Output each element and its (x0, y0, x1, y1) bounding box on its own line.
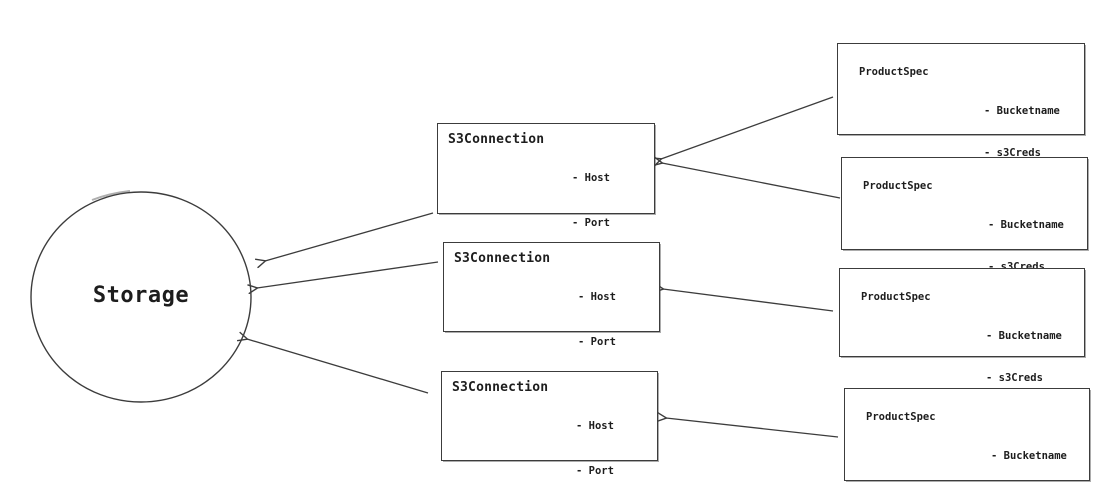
field-host: - Host (572, 172, 610, 184)
productspec-fields: - Bucketname - s3Creds (986, 301, 1062, 413)
arrow-productspec2-to-s3connection1 (662, 163, 841, 199)
field-bucketname: - Bucketname (984, 105, 1060, 117)
field-s3creds: - s3Creds (984, 147, 1041, 159)
productspec-box-4: ProductSpec - Bucketname - s3Creds (844, 388, 1090, 493)
storage-circle (30, 191, 252, 403)
productspec-title: ProductSpec (859, 66, 929, 78)
arrow-productspec3-to-s3connection2 (663, 289, 834, 312)
productspec-box-2: ProductSpec - Bucketname - s3Creds (841, 157, 1088, 273)
arrow-productspec4-to-s3connection3 (666, 418, 839, 438)
productspec-fields: - Bucketname - s3Creds (991, 421, 1067, 493)
s3connection-fields: - Host - Port - TLS (576, 389, 614, 493)
storage-node-label: Storage (92, 283, 190, 308)
s3connection-title: S3Connection (448, 132, 545, 147)
field-bucketname: - Bucketname (986, 330, 1062, 342)
s3connection-title: S3Connection (454, 251, 551, 266)
s3connection-title: S3Connection (452, 380, 549, 395)
s3connection-box-3: S3Connection - Host - Port - TLS (441, 371, 658, 477)
field-port: - Port (576, 465, 614, 477)
s3connection-box-2: S3Connection - Host - Port - TLS (443, 242, 660, 393)
arrow-productspec1-to-s3connection1 (661, 96, 834, 159)
productspec-fields: - Bucketname - s3Creds (984, 76, 1060, 188)
arrow-s3connection1-to-storage (265, 212, 434, 261)
storage-circle-sketch-overlap (91, 190, 131, 201)
field-s3creds: - s3Creds (986, 372, 1043, 384)
field-host: - Host (578, 291, 616, 303)
s3connection-box-1: S3Connection - Host - Port - TLS (437, 123, 655, 274)
productspec-box-3: ProductSpec - Bucketname - s3Creds (839, 268, 1085, 384)
arrow-s3connection3-to-storage (247, 339, 429, 394)
productspec-title: ProductSpec (861, 291, 931, 303)
field-bucketname: - Bucketname (991, 450, 1067, 462)
productspec-title: ProductSpec (866, 411, 936, 423)
arrow-s3connection2-to-storage (257, 261, 439, 288)
field-port: - Port (578, 336, 616, 348)
field-port: - Port (572, 217, 610, 229)
productspec-box-1: ProductSpec - Bucketname - s3Creds (837, 43, 1085, 159)
productspec-title: ProductSpec (863, 180, 933, 192)
field-host: - Host (576, 420, 614, 432)
field-bucketname: - Bucketname (988, 219, 1064, 231)
